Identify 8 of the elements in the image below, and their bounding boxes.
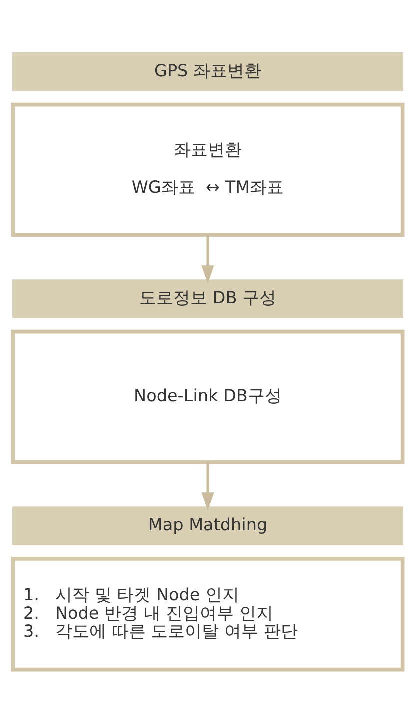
node-box: Node-Link DB구성 <box>11 329 405 464</box>
node-box: GPS 좌표변환 <box>12 52 404 91</box>
arrow <box>202 234 214 284</box>
arrow <box>202 462 214 510</box>
node-box: 1. 시작 및 타겟 Node 인지 2. Node 반경 내 진입여부 인지 3. 각도에 따른 도로이탈 여부 판단 <box>11 556 405 672</box>
node-box: 도로정보 DB 구성 <box>12 279 404 318</box>
node-box: 좌표변환 WG좌표 ↔ TM좌표 <box>11 102 405 236</box>
node-box: Map Matdhing <box>12 506 404 545</box>
